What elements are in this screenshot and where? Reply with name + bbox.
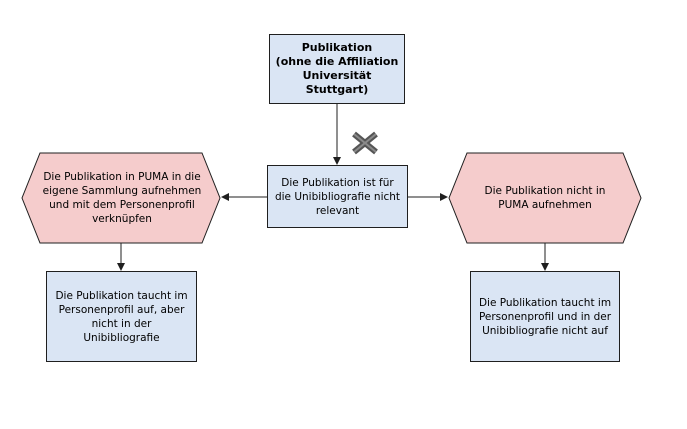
left-result-node: Die Publikation taucht im Personenprofil…: [46, 271, 197, 362]
not-relevant-node: Die Publikation ist für die Unibibliogra…: [267, 165, 408, 228]
publication-node: Publikation (ohne die Affiliation Univer…: [269, 34, 405, 104]
right-result-node: Die Publikation taucht im Personenprofil…: [470, 271, 620, 362]
right-hexagon-label: Die Publikation nicht in PUMA aufnehmen: [484, 185, 606, 211]
right-hexagon-shape: [448, 152, 642, 244]
left-hexagon-label: Die Publikation in PUMA in die eigene Sa…: [42, 171, 202, 225]
x-mark-icon: [352, 131, 378, 155]
left-hexagon-shape: [21, 152, 221, 244]
